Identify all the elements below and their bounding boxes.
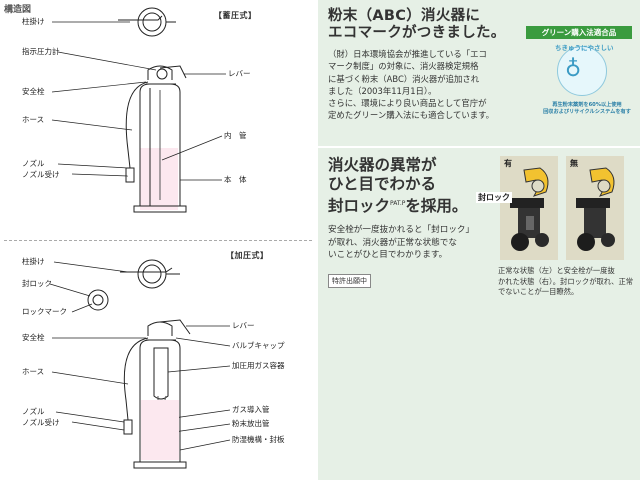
label-hose-top: ホース — [22, 116, 44, 124]
label-nozzle-top: ノズル — [22, 160, 45, 168]
caption-line: でないことが一目瞭然。 — [498, 287, 634, 298]
label-powder-tube: 粉末放出管 — [232, 420, 270, 428]
label-safety-pin-top: 安全栓 — [22, 88, 45, 96]
eco-note-line: 再生粉末薬剤を60%以上使用 — [537, 102, 637, 109]
label-inner-tube: 内 管 — [224, 132, 247, 140]
eco-note-line: 回収およびリサイクルシステムを有す — [537, 109, 637, 116]
eco-body-line: ました（2003年11月1日）。 — [328, 85, 534, 97]
label-valve-cap: バルブキャップ — [232, 342, 285, 350]
label-nozzle-holder-bottom: ノズル受け — [22, 419, 60, 427]
label-hose-bottom: ホース — [22, 368, 44, 376]
lock-title-end: を採用。 — [405, 197, 467, 215]
extinguisher-with-lock-image — [500, 156, 558, 260]
powder-fill-bottom — [141, 400, 179, 460]
patent-pending-badge: 特許出願中 — [328, 274, 371, 288]
earth-icon: ♁ — [565, 59, 581, 81]
caption-line: かれた状態（右）。封ロックが取れ、正常 — [498, 277, 634, 288]
extinguisher-without-lock-image — [566, 156, 624, 260]
label-body: 本 体 — [224, 176, 247, 184]
section-divider — [4, 240, 312, 241]
label-nozzle-holder-top: ノズル受け — [22, 171, 60, 179]
photo-normal-label: 有 — [504, 158, 512, 169]
green-purchase-badge: グリーン購入法適合品 — [526, 26, 632, 39]
label-pressure-gauge: 指示圧力計 — [22, 48, 60, 56]
caption-line: 正常な状態（左）と安全栓が一度抜 — [498, 266, 634, 277]
label-safety-pin-bottom: 安全栓 — [22, 334, 45, 342]
eco-body: （財）日本環境協会が推進している「エコ マーク制度」の対象に、消火器検定規格 に… — [328, 48, 534, 122]
eco-arc-text: ちきゅうにやさしい — [555, 42, 614, 52]
label-gas-tube: ガス導入管 — [232, 406, 270, 414]
label-seal-lock: 封ロック — [22, 280, 52, 288]
label-lock-mark: ロックマーク — [22, 308, 67, 316]
info-panel: 粉末（ABC）消火器に エコマークがつきました。 グリーン購入法適合品 （財）日… — [318, 0, 640, 480]
eco-title-line1: 粉末（ABC）消火器に — [328, 8, 632, 25]
label-moisture-seal: 防湿機構・封板 — [232, 436, 285, 444]
seal-lock-section: 消火器の異常が ひと目でわかる 封ロックPAT.Pを採用。 安全栓が一度抜かれる… — [328, 156, 498, 288]
lock-title-line2: ひと目でわかる — [328, 175, 498, 194]
eco-body-line: さらに、環境により良い商品として官庁が — [328, 97, 534, 109]
section-separator — [318, 146, 640, 148]
eco-logo-note: 再生粉末薬剤を60%以上使用 回収およびリサイクルシステムを有す — [537, 102, 637, 116]
empty-area — [318, 300, 640, 480]
hanger-shape-top — [118, 16, 162, 20]
photo-abnormal-state: 無 — [566, 156, 624, 260]
lock-title-main: 封ロック — [328, 197, 390, 215]
lock-body-line: が取れ、消火器が正常な状態でな — [328, 237, 498, 250]
label-hanger-bottom: 柱掛け — [22, 258, 45, 266]
photo-normal-state: 有 — [500, 156, 558, 260]
seal-lock-callout: 封ロック — [476, 192, 512, 203]
lock-title-line1: 消火器の異常が — [328, 156, 498, 175]
label-hanger-top: 柱掛け — [22, 18, 45, 26]
eco-body-line: 定めたグリーン購入法にも適合しています。 — [328, 109, 534, 121]
photo-caption: 正常な状態（左）と安全栓が一度抜 かれた状態（右）。封ロックが取れ、正常 でない… — [498, 266, 634, 298]
patent-pending-mark: PAT.P — [390, 200, 405, 207]
lock-title-line3: 封ロックPAT.Pを採用。 — [328, 194, 498, 216]
structure-diagram-panel: 構造図 【蓄圧式】 — [0, 0, 318, 480]
eco-body-line: マーク制度」の対象に、消火器検定規格 — [328, 60, 534, 72]
label-nozzle-bottom: ノズル — [22, 408, 45, 416]
lock-body: 安全栓が一度抜かれると「封ロック」 が取れ、消火器が正常な状態でな いことがひと… — [328, 224, 498, 262]
photo-abnormal-label: 無 — [570, 158, 578, 169]
lock-body-line: いことがひと目でわかります。 — [328, 249, 498, 262]
label-lever-top: レバー — [228, 70, 251, 78]
eco-body-line: （財）日本環境協会が推進している「エコ — [328, 48, 534, 60]
eco-body-line: に基づく粉末（ABC）消火器が追加され — [328, 73, 534, 85]
pressurized-type-label: 【加圧式】 — [226, 250, 269, 261]
label-gas-container: 加圧用ガス容器 — [232, 362, 285, 370]
eco-mark-logo: ちきゅうにやさしい ♁ 再生粉末薬剤を60%以上使用 回収およびリサイクルシステ… — [537, 44, 631, 132]
lock-body-line: 安全栓が一度抜かれると「封ロック」 — [328, 224, 498, 237]
label-lever-bottom: レバー — [232, 322, 255, 330]
